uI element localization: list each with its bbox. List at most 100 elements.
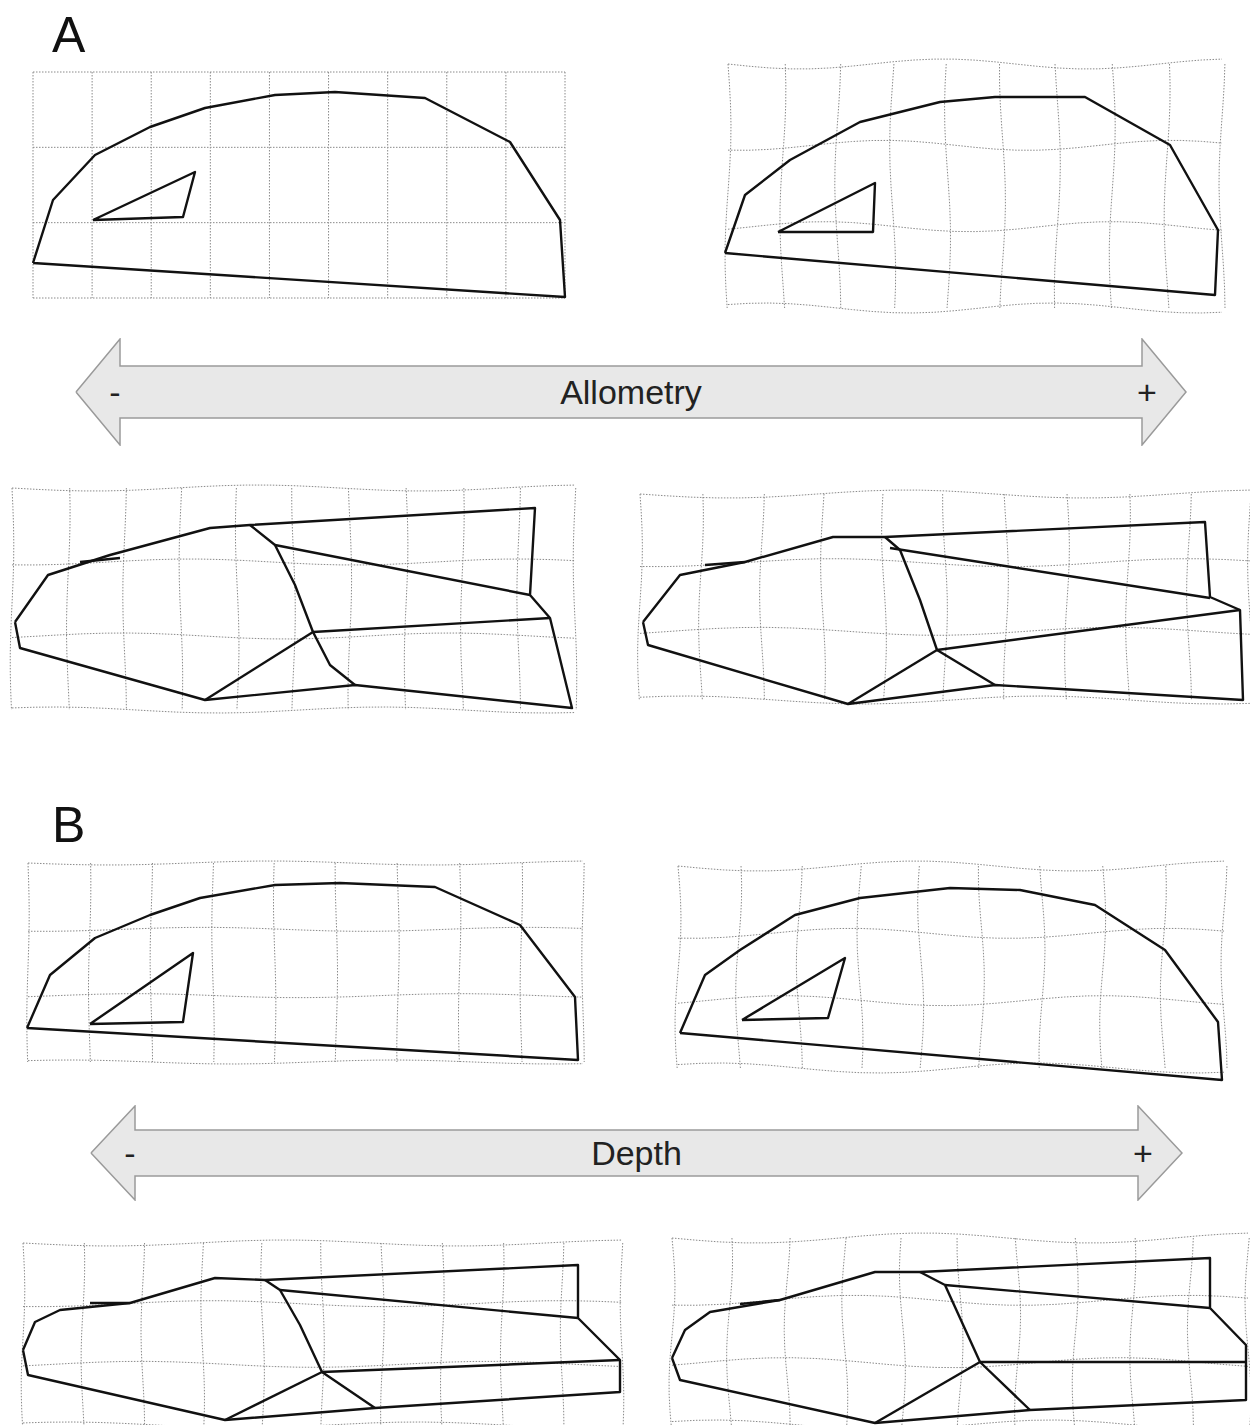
- grid-line: [28, 1060, 583, 1064]
- landmark-outline: [740, 1300, 780, 1304]
- landmark-outline: [848, 650, 937, 704]
- grid-line: [784, 1238, 790, 1425]
- grid-line: [675, 866, 681, 1068]
- landmark-outline: [937, 610, 1240, 650]
- grid-line: [404, 488, 408, 710]
- grid-line: [796, 866, 802, 1068]
- grid-line: [33, 298, 565, 299]
- deformation-grid: [21, 1240, 624, 1425]
- axis-label: Depth: [591, 1136, 682, 1170]
- grid-line: [1039, 866, 1045, 1068]
- landmark-outline: [980, 1361, 1246, 1363]
- landmark-outline: [672, 1258, 1246, 1423]
- landmark-outline: [23, 1265, 620, 1420]
- landmark-outline: [643, 522, 1243, 704]
- deformation-grid: [27, 861, 584, 1064]
- axis-sign: +: [1133, 1136, 1153, 1170]
- grid-line: [678, 1063, 1224, 1073]
- grid-line: [321, 1243, 325, 1425]
- grid-line: [1004, 494, 1009, 700]
- axis-sign: +: [1137, 375, 1157, 409]
- grid-line: [269, 72, 270, 298]
- landmark-outline: [80, 558, 120, 562]
- grid-line: [1072, 1238, 1078, 1425]
- grid-line: [1219, 64, 1225, 308]
- grid-line: [151, 72, 152, 298]
- grid-line: [672, 1420, 1248, 1425]
- landmark-outline: [875, 1362, 980, 1423]
- grid-line: [446, 72, 447, 298]
- grid-line: [565, 72, 566, 298]
- landmark-outline: [225, 1372, 322, 1420]
- landmark-outline: [705, 562, 745, 565]
- landmark-outline: [742, 958, 845, 1020]
- grid-line: [517, 488, 521, 710]
- grid-line: [899, 1238, 905, 1425]
- grid-line: [1248, 494, 1250, 700]
- axis-sign: -: [109, 375, 120, 409]
- grid-line: [33, 222, 565, 223]
- grid-line: [728, 59, 1222, 69]
- landmark-outline: [313, 618, 550, 632]
- grid-line: [957, 1238, 963, 1425]
- grid-line: [81, 1243, 85, 1425]
- grid-line: [23, 1240, 622, 1246]
- grid-line: [672, 1358, 1248, 1368]
- landmark-outline: [27, 883, 578, 1060]
- deformation-grid: [669, 1233, 1250, 1425]
- landmark-outline: [33, 92, 565, 297]
- grid-line: [620, 1243, 624, 1425]
- double-arrow: -Allometry+: [75, 338, 1187, 446]
- landmark-outline: [725, 97, 1218, 295]
- grid-line: [638, 494, 643, 700]
- grid-line: [201, 1243, 205, 1425]
- grid-line: [397, 863, 399, 1062]
- grid-line: [699, 494, 704, 700]
- landmark-outline: [90, 953, 193, 1024]
- grid-line: [10, 488, 14, 710]
- grid-line: [882, 494, 887, 700]
- landmark-outline: [280, 1290, 578, 1318]
- grid-line: [1109, 64, 1115, 308]
- grid-line: [335, 863, 337, 1062]
- grid-line: [261, 1243, 265, 1425]
- grid-line: [141, 1243, 145, 1425]
- deformation-grid: [638, 490, 1250, 704]
- deformation-grid: [675, 861, 1227, 1073]
- grid-line: [273, 863, 275, 1062]
- grid-line: [1065, 494, 1070, 700]
- grid-line: [728, 222, 1222, 232]
- grid-line: [835, 64, 841, 308]
- landmark-outline: [15, 508, 572, 708]
- grid-line: [890, 64, 896, 308]
- landmark-outline: [885, 537, 995, 685]
- grid-line: [821, 494, 826, 700]
- grid-line: [560, 1243, 564, 1425]
- grid-line: [640, 696, 1250, 704]
- grid-line: [1130, 1238, 1136, 1425]
- grid-line: [857, 866, 863, 1068]
- grid-line: [727, 1238, 733, 1425]
- grid-line: [1187, 494, 1192, 700]
- landmark-outline: [680, 888, 1222, 1080]
- grid-line: [1221, 866, 1227, 1068]
- grid-line: [760, 494, 765, 700]
- grid-line: [669, 1238, 675, 1425]
- grid-line: [725, 64, 731, 308]
- grid-line: [1164, 64, 1170, 308]
- panel-label: A: [52, 10, 85, 60]
- grid-line: [943, 494, 948, 700]
- landmark-outline: [322, 1360, 620, 1372]
- grid-line: [780, 64, 786, 308]
- landmark-outline: [778, 183, 875, 232]
- grid-line: [573, 488, 577, 710]
- grid-line: [1187, 1238, 1193, 1425]
- grid-line: [978, 866, 984, 1068]
- axis-sign: -: [124, 1136, 135, 1170]
- grid-line: [582, 863, 584, 1062]
- landmark-outline: [920, 1272, 1030, 1410]
- grid-line: [1100, 866, 1106, 1068]
- grid-line: [28, 994, 583, 998]
- landmark-outline: [945, 1285, 1210, 1308]
- deformation-grid: [725, 59, 1225, 313]
